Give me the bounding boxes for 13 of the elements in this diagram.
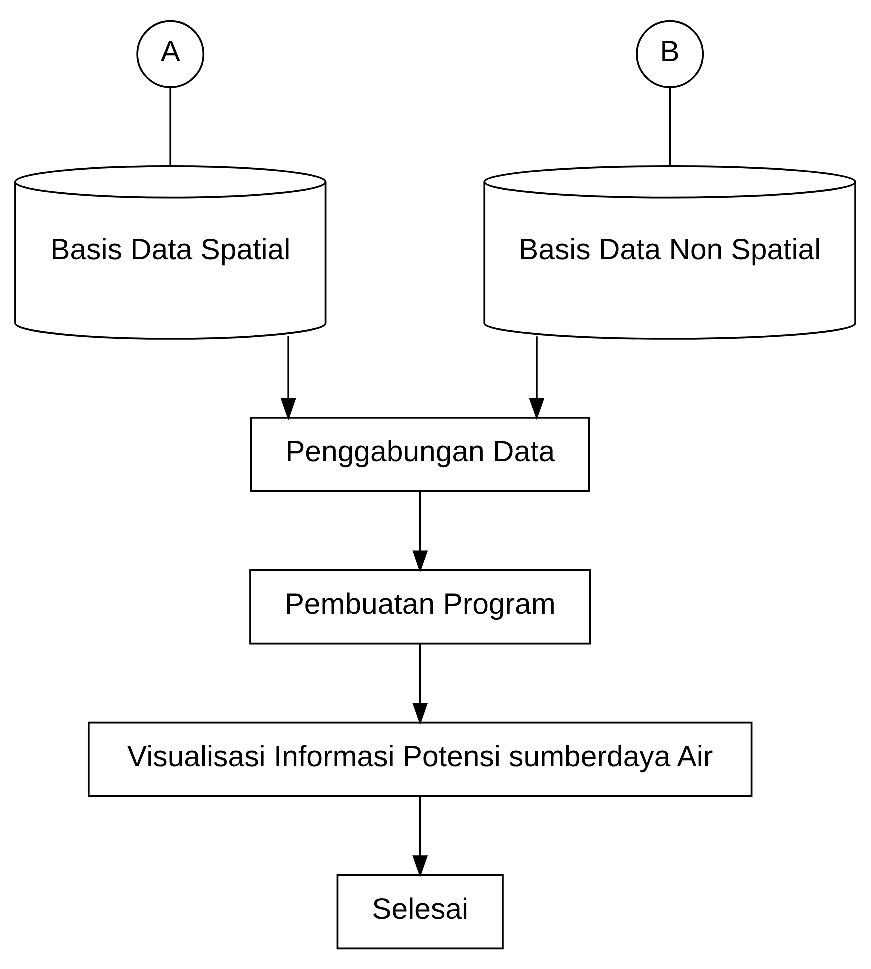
node-circle: B (636, 20, 704, 88)
connector (170, 88, 172, 166)
arrow (529, 336, 545, 420)
node-box: Penggabungan Data (250, 416, 590, 492)
arrow (280, 336, 296, 420)
connector (669, 88, 671, 166)
arrow (412, 644, 428, 725)
node-circle: A (136, 20, 205, 88)
arrow (412, 796, 428, 878)
node-box: Visualisasi Informasi Potensi sumberdaya Air (88, 721, 753, 797)
arrow (412, 491, 428, 572)
node-box: Pembuatan Program (250, 568, 592, 644)
node-box: Selesai (336, 874, 504, 950)
